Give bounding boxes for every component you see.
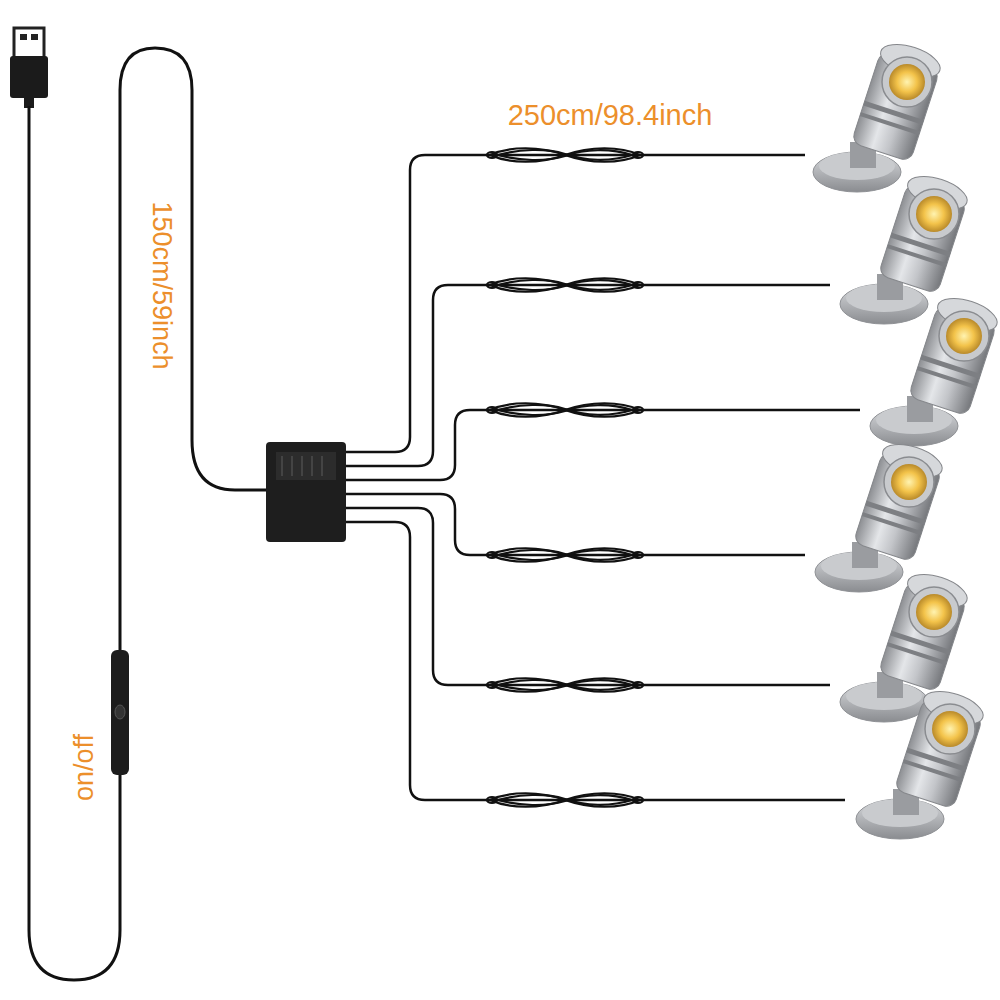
spot-lamp (815, 438, 946, 592)
wire-coil (487, 148, 643, 162)
lamp-wires (346, 155, 860, 800)
inline-switch (111, 650, 129, 775)
wire-coil (487, 403, 643, 417)
spot-lamp (856, 685, 987, 839)
usb-cable (29, 48, 268, 980)
splitter-box (266, 442, 346, 542)
wire-coil (487, 548, 643, 562)
spot-lamp (813, 38, 944, 192)
spot-lamp (870, 292, 1000, 446)
wire-coil (487, 678, 643, 692)
switch-label: on/off (71, 733, 98, 800)
cable-length-label: 150cm/59inch (147, 201, 174, 369)
wire-coil (487, 278, 643, 292)
wire-coil (487, 793, 643, 807)
cable-length-label: 250cm/98.4inch (508, 101, 713, 130)
usb-plug (10, 28, 48, 108)
